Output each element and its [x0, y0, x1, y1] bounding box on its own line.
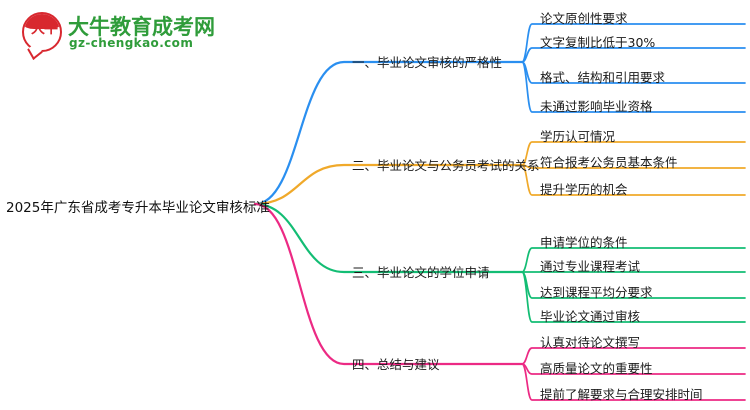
mindmap-leaf-label-2-3[interactable]: 提升学历的机会	[540, 182, 628, 197]
connector-line	[253, 60, 524, 206]
mindmap-leaf-label-1-4[interactable]: 未通过影响毕业资格	[540, 99, 653, 114]
connector-line	[521, 164, 746, 196]
connector-line	[521, 363, 746, 401]
mindmap-leaf-label-4-2[interactable]: 高质量论文的重要性	[540, 361, 653, 376]
mindmap-branch-label-2[interactable]: 二、毕业论文与公务员考试的关系	[352, 158, 540, 173]
connector-line	[521, 347, 746, 365]
logo-site-name: 大牛教育成考网	[68, 15, 215, 39]
mindmap-leaf-label-3-1[interactable]: 申请学位的条件	[540, 235, 628, 250]
logo-circle-top	[24, 14, 60, 30]
mindmap-leaf-label-2-2[interactable]: 符合报考公务员基本条件	[540, 155, 678, 170]
mindmap-leaf-label-4-3[interactable]: 提前了解要求与合理安排时间	[540, 387, 703, 402]
connector-line	[521, 61, 746, 113]
site-logo: 大牛 大牛教育成考网 gz-chengkao.com	[22, 9, 215, 60]
mindmap-root-label: 2025年广东省成考专升本毕业论文审核标准	[6, 200, 270, 216]
mindmap-leaf-label-3-2[interactable]: 通过专业课程考试	[540, 259, 641, 274]
logo-badge-icon: 大牛	[22, 12, 62, 60]
connector-line	[521, 141, 746, 166]
connector-line	[253, 202, 524, 274]
mindmap-branch-label-1[interactable]: 一、毕业论文审核的严格性	[352, 55, 503, 70]
connector-line	[521, 247, 746, 273]
logo-site-url: gz-chengkao.com	[69, 36, 194, 50]
mindmap-branch-label-4[interactable]: 四、总结与建议	[352, 357, 440, 372]
connector-line	[253, 163, 524, 206]
connector-line	[521, 271, 746, 323]
mindmap-leaf-label-4-1[interactable]: 认真对待论文撰写	[540, 335, 641, 350]
mindmap-branch-label-3[interactable]: 三、毕业论文的学位申请	[352, 265, 490, 280]
connector-line	[253, 202, 524, 366]
mindmap-leaf-label-3-4[interactable]: 毕业论文通过审核	[540, 309, 641, 324]
mindmap-leaf-label-2-1[interactable]: 学历认可情况	[540, 129, 616, 144]
mindmap-leaf-label-1-2[interactable]: 文字复制比低于30%	[540, 35, 656, 50]
connector-line	[521, 47, 746, 63]
mindmap-leaf-label-1-1[interactable]: 论文原创性要求	[540, 11, 628, 26]
logo-badge-text: 大牛	[31, 21, 58, 37]
mindmap-leaf-label-1-3[interactable]: 格式、结构和引用要求	[540, 70, 666, 85]
mindmap-leaf-label-3-3[interactable]: 达到课程平均分要求	[540, 285, 653, 300]
logo-circle: 大牛	[22, 12, 62, 52]
